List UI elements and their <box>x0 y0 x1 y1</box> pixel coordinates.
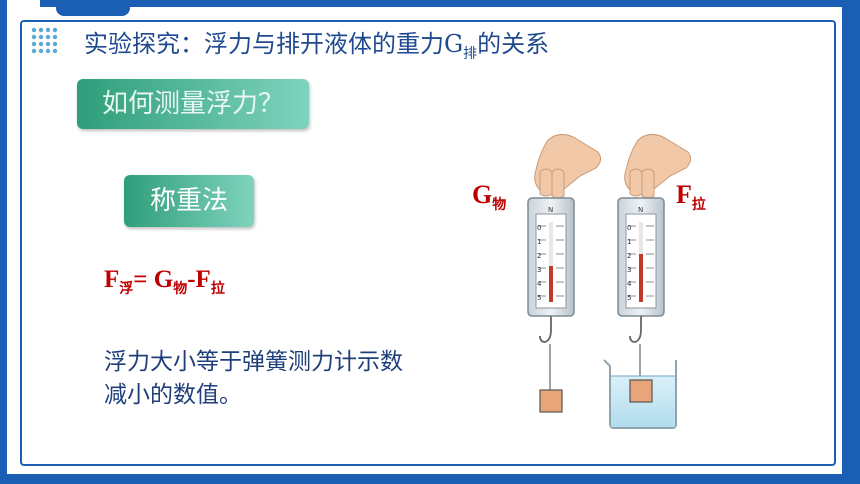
tick: 3 <box>537 266 542 274</box>
label-weight: G物 <box>472 180 506 214</box>
tick: 0 <box>627 224 632 232</box>
formula-f-sub: 浮 <box>119 281 134 297</box>
frame-top-notch <box>56 0 130 16</box>
formula-f: F <box>104 266 120 293</box>
frame-right-bar <box>842 0 860 484</box>
tick: 3 <box>627 266 632 274</box>
slide-inner-border <box>20 20 836 466</box>
formula-equals-g: = G <box>133 266 174 293</box>
left-scale-ticks: 0 1 2 3 4 5 <box>537 221 546 305</box>
frame-top-bar <box>40 0 860 7</box>
tick: 1 <box>627 238 632 246</box>
label-weight-main: G <box>472 180 493 209</box>
tick: 5 <box>627 294 632 302</box>
title-subscript: 排 <box>463 45 478 62</box>
label-pull-sub: 拉 <box>691 197 706 214</box>
label-weight-sub: 物 <box>492 197 507 214</box>
tick: 0 <box>537 224 542 232</box>
question-pill[interactable]: 如何测量浮力？ <box>77 79 309 129</box>
method-pill[interactable]: 称重法 <box>124 175 254 227</box>
tick: 2 <box>537 252 542 260</box>
slide-title: 实验探究：浮力与排开液体的重力G排的关系 <box>84 24 549 63</box>
tick: 4 <box>537 280 542 288</box>
tick: 1 <box>537 238 542 246</box>
frame-bottom-bar <box>0 474 860 484</box>
decorative-dots-icon <box>31 27 58 54</box>
formula-g-sub: 物 <box>173 281 188 297</box>
label-pull-main: F <box>676 180 692 209</box>
tick: 2 <box>627 252 632 260</box>
right-scale-ticks: 0 1 2 3 4 5 <box>627 221 636 305</box>
tick: 4 <box>627 280 632 288</box>
frame-left-bar <box>0 0 7 484</box>
description-text: 浮力大小等于弹簧测力计示数减小的数值。 <box>104 349 403 408</box>
tick: 5 <box>537 294 542 302</box>
title-main: 实验探究：浮力与排开液体的重力G <box>84 30 464 58</box>
formula-l-sub: 拉 <box>210 281 225 297</box>
label-pull: F拉 <box>676 180 706 214</box>
buoyancy-formula: F浮= G物-F拉 <box>104 266 225 298</box>
title-tail: 的关系 <box>477 30 550 58</box>
formula-minus-f: -F <box>187 266 211 293</box>
